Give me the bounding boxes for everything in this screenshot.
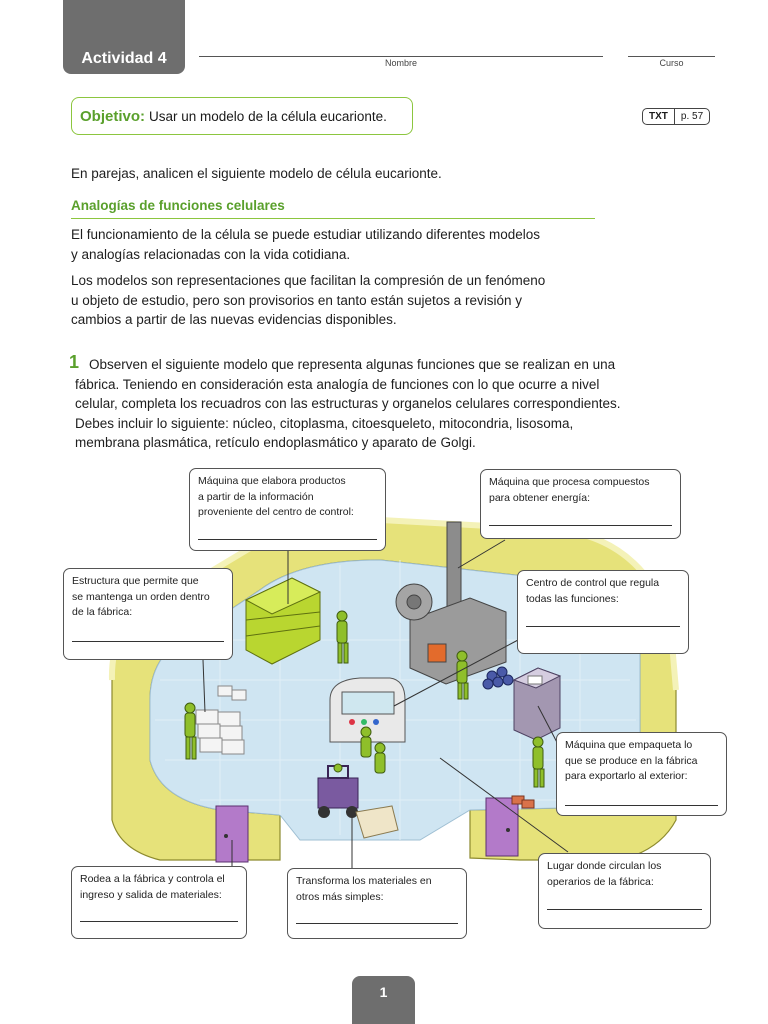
activity-title: Actividad 4: [81, 50, 167, 67]
left-door-knob: [224, 834, 228, 838]
intro-text: En parejas, analicen el siguiente modelo…: [71, 166, 442, 181]
box-text: Transforma los materiales en: [296, 875, 432, 887]
text-line: membrana plasmática, retículo endoplasmá…: [75, 435, 476, 450]
text-line: Los modelos son representaciones que fac…: [71, 273, 546, 288]
question-number: 1: [69, 352, 80, 372]
name-caption: Nombre: [384, 58, 417, 68]
box-text: que se produce en la fábrica: [565, 754, 698, 767]
box-text: para exportarlo al exterior:: [565, 770, 688, 782]
box-structure: Estructura que permite que se mantenga u…: [63, 568, 233, 660]
production-machine: [244, 577, 322, 665]
txt-reference: TXT p. 57: [642, 108, 711, 125]
box-text: proveniente del centro de control:: [198, 506, 354, 518]
workers: [184, 610, 545, 788]
text-line: fábrica. Teniendo en consideración esta …: [75, 376, 600, 392]
control-center: [329, 677, 406, 743]
answer-line[interactable]: [198, 539, 377, 540]
text-line: El funcionamiento de la célula se puede …: [71, 227, 541, 242]
energy-machine: [395, 521, 514, 690]
box-production-machine: Máquina que elabora productos a partir d…: [189, 468, 386, 551]
packaging-machine: [512, 667, 562, 741]
answer-line[interactable]: [489, 525, 672, 526]
box-stack: [195, 685, 247, 755]
section-title: Analogías de funciones celulares: [71, 198, 595, 219]
text-line: Debes incluir lo siguiente: núcleo, cito…: [75, 415, 574, 431]
question-text: Observen el siguiente modelo que represe…: [75, 355, 621, 453]
objective-box: Objetivo: Usar un modelo de la célula eu…: [71, 97, 413, 135]
right-door: [485, 797, 519, 857]
box-energy-machine: Máquina que procesa compuestos para obte…: [480, 469, 681, 539]
small-boxes: [511, 795, 535, 809]
box-text: operarios de la fábrica:: [547, 875, 654, 888]
box-text: todas las funciones:: [526, 592, 619, 605]
text-line: u objeto de estudio, pero son provisorio…: [71, 292, 523, 308]
forklift: [317, 765, 399, 839]
answer-line[interactable]: [296, 923, 458, 924]
activity-tab: Actividad 4: [63, 0, 185, 74]
box-surround: Rodea a la fábrica y controla el ingreso…: [71, 866, 247, 939]
text-line: y analogías relacionadas con la vida cot…: [71, 246, 351, 262]
box-text: Centro de control que regula: [526, 577, 660, 589]
box-circulate: Lugar donde circulan los operarios de la…: [538, 853, 711, 929]
answer-line[interactable]: [565, 805, 718, 806]
box-text: Estructura que permite que: [72, 575, 199, 587]
course-caption: Curso: [659, 58, 684, 68]
right-door-knob: [506, 828, 510, 832]
course-line[interactable]: [628, 56, 715, 57]
box-packaging-machine: Máquina que empaqueta lo que se produce …: [556, 732, 727, 816]
text-line: celular, completa los recuadros con las …: [75, 396, 621, 411]
txt-page: p. 57: [680, 111, 704, 122]
name-line[interactable]: [199, 56, 603, 57]
box-text: Máquina que empaqueta lo: [565, 739, 693, 751]
box-text: Máquina que procesa compuestos: [489, 476, 650, 488]
objective-label: Objetivo:: [80, 107, 146, 125]
text-line: cambios a partir de las nuevas evidencia…: [71, 312, 397, 327]
pointer-lines: [202, 539, 569, 874]
box-text: se mantenga un orden dentro: [72, 590, 210, 603]
box-text: Lugar donde circulan los: [547, 860, 662, 872]
answer-line[interactable]: [526, 626, 680, 627]
box-text: ingreso y salida de materiales:: [80, 888, 222, 901]
box-text: otros más simples:: [296, 890, 384, 903]
section-paragraph-2: Los modelos son representaciones que fac…: [71, 271, 545, 330]
answer-line[interactable]: [72, 641, 224, 642]
answer-line[interactable]: [547, 909, 702, 910]
box-text: Máquina que elabora productos: [198, 475, 346, 487]
box-text: a partir de la información: [198, 490, 314, 503]
objective-text: Usar un modelo de la célula eucarionte.: [149, 108, 387, 124]
box-text: de la fábrica:: [72, 606, 133, 618]
txt-label: TXT: [643, 109, 675, 124]
box-transform: Transforma los materiales en otros más s…: [287, 868, 467, 939]
box-control-center: Centro de control que regula todas las f…: [517, 570, 689, 654]
box-text: Rodea a la fábrica y controla el: [80, 873, 225, 885]
section-paragraph-1: El funcionamiento de la célula se puede …: [71, 225, 540, 264]
text-line: Observen el siguiente modelo que represe…: [89, 357, 616, 372]
answer-line[interactable]: [80, 921, 238, 922]
page-number: 1: [352, 976, 415, 1024]
box-text: para obtener energía:: [489, 491, 590, 504]
